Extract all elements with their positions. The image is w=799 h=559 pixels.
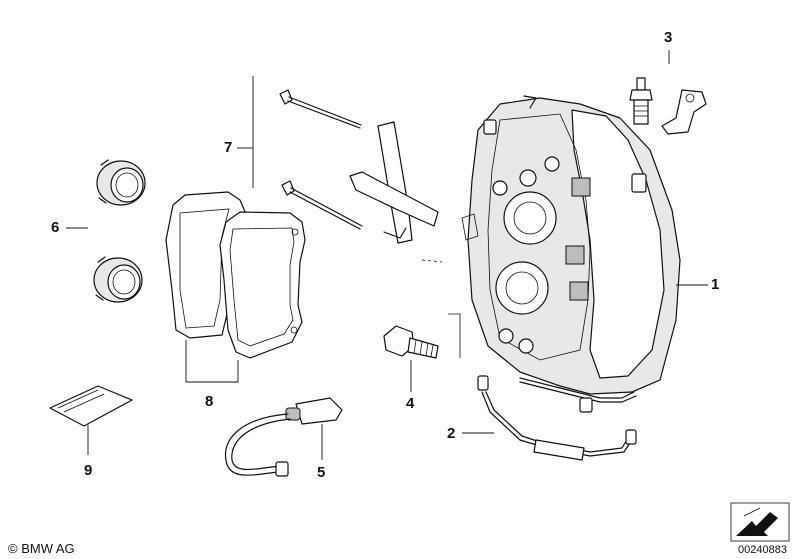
brake-caliper bbox=[461, 95, 681, 395]
part-label-1: 1 bbox=[711, 276, 720, 293]
part-label-8: 8 bbox=[205, 393, 214, 410]
part-label-5: 5 bbox=[317, 464, 326, 481]
copyright-text: © BMW AG bbox=[8, 541, 75, 556]
bleeder-valve bbox=[629, 77, 653, 125]
bleeder-bracket bbox=[661, 89, 707, 135]
brake-line bbox=[477, 375, 637, 461]
part-label-7: 7 bbox=[224, 139, 233, 156]
grease-packet bbox=[49, 385, 133, 427]
drawing-reference-icon bbox=[730, 502, 790, 542]
part-label-9: 9 bbox=[84, 462, 93, 479]
part-label-2: 2 bbox=[447, 425, 456, 442]
brake-pad-front bbox=[219, 211, 306, 359]
part-label-4: 4 bbox=[406, 395, 415, 412]
guide-pin-upper bbox=[279, 89, 362, 129]
caliper-bolt bbox=[383, 325, 439, 359]
seal-ring-lower bbox=[93, 256, 143, 303]
guide-pin-lower bbox=[281, 180, 363, 230]
part-label-3: 3 bbox=[664, 29, 673, 46]
anti-rattle-spring bbox=[349, 121, 439, 244]
seal-ring-upper bbox=[96, 159, 146, 206]
wear-sensor bbox=[224, 397, 343, 477]
part-label-6: 6 bbox=[51, 219, 60, 236]
drawing-number: 00240883 bbox=[738, 544, 787, 556]
